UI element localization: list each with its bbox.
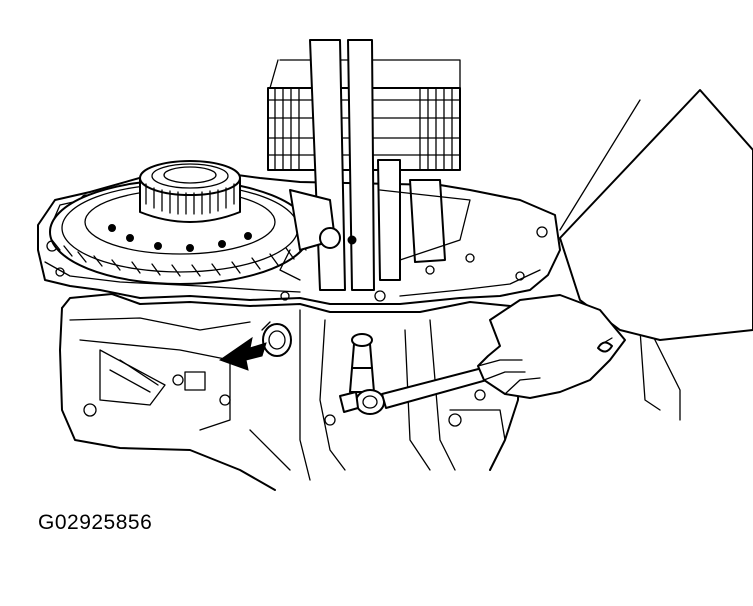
- gloved-hand-icon: [477, 89, 753, 399]
- wrench-icon: [339, 333, 495, 415]
- figure-id-label: G02925856: [38, 511, 153, 534]
- oil-seal: [261, 321, 292, 357]
- differential-case: [139, 160, 241, 223]
- shift-rods: [279, 39, 471, 291]
- pointer-arrow-icon: [218, 336, 267, 371]
